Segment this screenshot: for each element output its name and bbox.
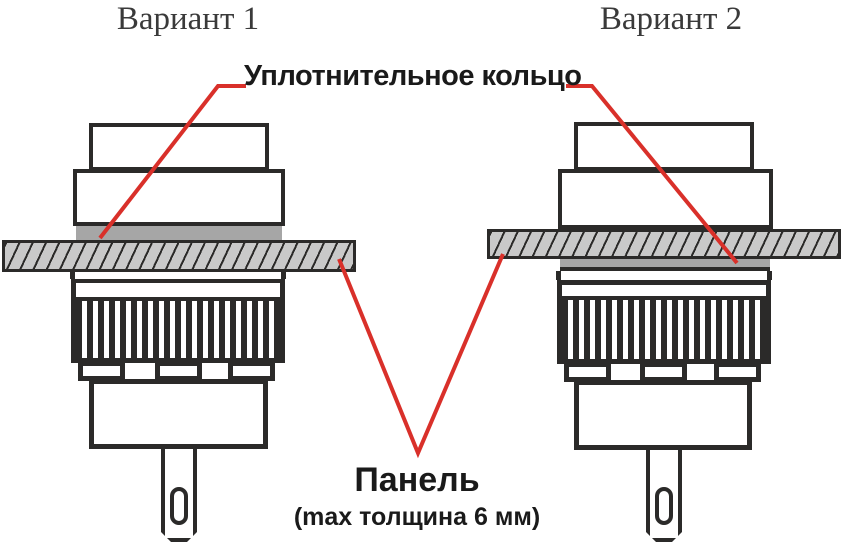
terminal-slot: [655, 487, 673, 525]
button-flange: [73, 169, 285, 226]
variant-2-title: Вариант 2: [599, 1, 743, 37]
mounting-tab: [714, 362, 761, 382]
terminal-slot: [170, 487, 188, 525]
knurled-nut: [557, 300, 771, 364]
sealing-ring: [76, 226, 282, 240]
mounting-tab: [564, 362, 611, 382]
sealing-ring: [560, 259, 770, 271]
panel-leader-v: [337, 253, 505, 459]
threaded-bushing: [556, 271, 772, 280]
switch-body: [574, 380, 752, 450]
mounting-tab: [155, 361, 202, 381]
mounting-nut-band: [71, 279, 285, 301]
mounting-panel: [487, 229, 841, 259]
sealing-ring-label: Уплотнительное кольцо: [244, 60, 582, 92]
mounting-tab: [78, 361, 125, 381]
mounting-nut-band: [557, 280, 771, 300]
button-cap: [574, 122, 754, 171]
variant-1-title: Вариант 1: [116, 1, 260, 37]
mounting-panel: [2, 240, 356, 272]
mounting-tab: [640, 362, 687, 382]
button-cap: [89, 123, 269, 171]
threaded-bushing: [70, 272, 286, 279]
mounting-tab: [228, 361, 275, 381]
switch-body: [89, 379, 268, 449]
panel-thickness-note: (max толщина 6 мм): [293, 503, 541, 531]
panel-label: Панель: [354, 461, 480, 499]
knurled-nut: [71, 301, 285, 363]
button-flange: [558, 169, 773, 229]
